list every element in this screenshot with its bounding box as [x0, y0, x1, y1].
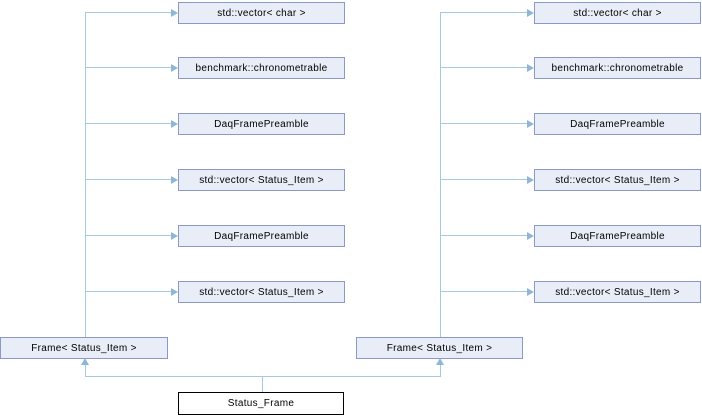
- class-node-vector-statusitem-left-1[interactable]: std::vector< Status_Item >: [178, 169, 345, 191]
- edge-right-branch-2: [440, 67, 527, 68]
- edge-right-branch-6: [440, 291, 527, 292]
- edge-left-branch-3: [85, 123, 171, 124]
- edge-inheritance-horizontal: [85, 376, 441, 377]
- edge-right-branch-3: [440, 123, 527, 124]
- edge-left-branch-6: [85, 291, 171, 292]
- class-node-chronometrable-left[interactable]: benchmark::chronometrable: [178, 57, 345, 79]
- edge-left-branch-5: [85, 235, 171, 236]
- class-node-daqframepreamble-left-2[interactable]: DaqFramePreamble: [178, 225, 345, 247]
- edge-left-branch-4: [85, 179, 171, 180]
- edge-main-riser: [262, 376, 263, 392]
- class-node-daqframepreamble-right-2[interactable]: DaqFramePreamble: [534, 225, 701, 247]
- class-node-vector-statusitem-right-1[interactable]: std::vector< Status_Item >: [534, 169, 701, 191]
- class-node-vector-statusitem-right-2[interactable]: std::vector< Status_Item >: [534, 281, 701, 303]
- arrowhead-icon: [527, 232, 534, 240]
- arrowhead-icon: [527, 288, 534, 296]
- edge-right-branch-5: [440, 235, 527, 236]
- arrowhead-icon: [171, 9, 178, 17]
- class-node-std-vector-char-right[interactable]: std::vector< char >: [534, 2, 701, 24]
- arrowhead-icon: [171, 232, 178, 240]
- class-node-frame-statusitem-left[interactable]: Frame< Status_Item >: [0, 337, 168, 359]
- arrowhead-icon: [527, 64, 534, 72]
- edge-left-branch-1: [85, 12, 171, 13]
- edge-right-trunk: [440, 12, 441, 337]
- class-node-frame-statusitem-right[interactable]: Frame< Status_Item >: [356, 337, 523, 359]
- arrowhead-icon: [527, 120, 534, 128]
- edge-right-inherit-stub: [440, 365, 441, 376]
- edge-left-branch-2: [85, 67, 171, 68]
- edge-right-branch-4: [440, 179, 527, 180]
- arrowhead-icon: [527, 9, 534, 17]
- arrowhead-icon: [527, 176, 534, 184]
- arrowhead-icon: [171, 120, 178, 128]
- class-node-chronometrable-right[interactable]: benchmark::chronometrable: [534, 57, 701, 79]
- class-node-daqframepreamble-left-1[interactable]: DaqFramePreamble: [178, 113, 345, 135]
- arrowhead-icon: [171, 288, 178, 296]
- class-node-std-vector-char-left[interactable]: std::vector< char >: [178, 2, 345, 24]
- class-node-vector-statusitem-left-2[interactable]: std::vector< Status_Item >: [178, 281, 345, 303]
- edge-right-branch-1: [440, 12, 527, 13]
- arrowhead-up-icon: [436, 358, 444, 365]
- arrowhead-up-icon: [81, 358, 89, 365]
- class-node-daqframepreamble-right-1[interactable]: DaqFramePreamble: [534, 113, 701, 135]
- edge-left-inherit-stub: [85, 365, 86, 376]
- arrowhead-icon: [171, 64, 178, 72]
- arrowhead-icon: [171, 176, 178, 184]
- edge-left-trunk: [85, 12, 86, 337]
- class-node-status-frame-main: Status_Frame: [178, 392, 344, 415]
